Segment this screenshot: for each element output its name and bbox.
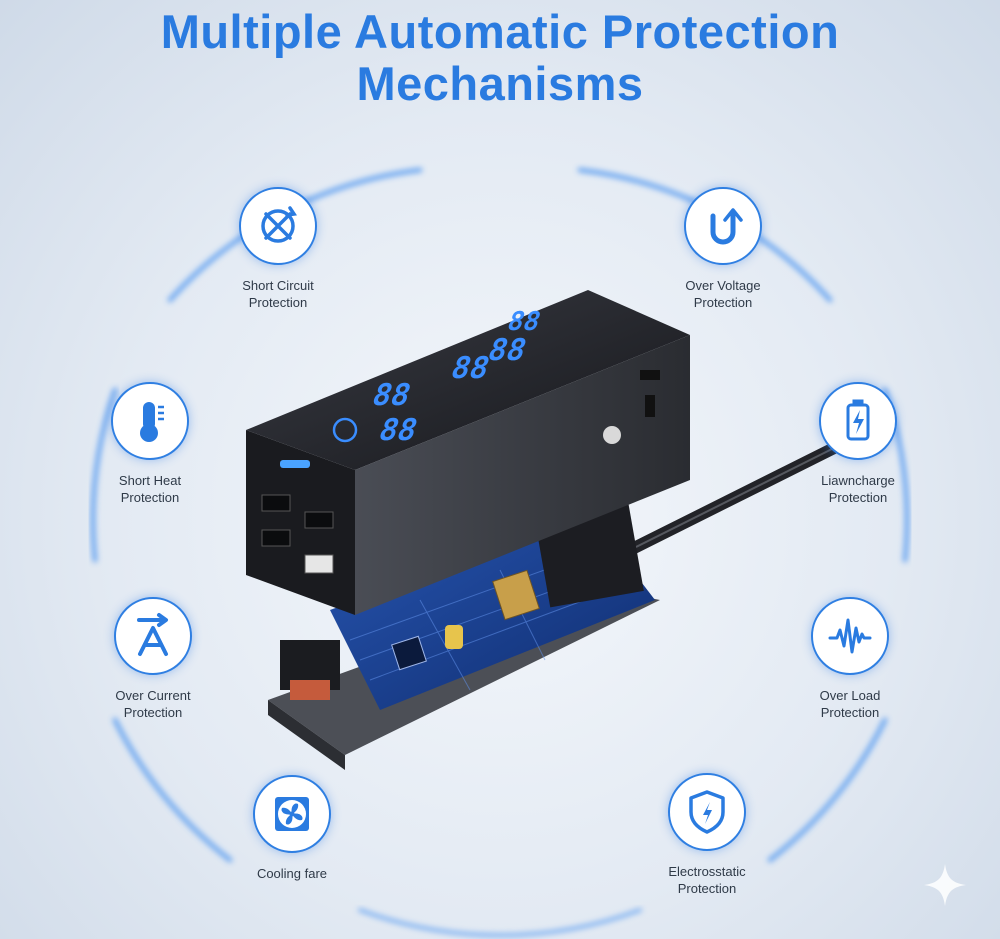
feature-label-line2: Protection — [248, 295, 308, 310]
feature-label-line1: Over Voltage — [685, 278, 761, 293]
page-title: Multiple Automatic Protection Mechanisms — [0, 6, 1000, 110]
ring-arc-bottom — [358, 908, 642, 938]
led-indicator — [280, 460, 310, 468]
ring-arc-bottom-left — [112, 717, 233, 863]
feature-label-line1: Over Load — [819, 688, 881, 703]
feature-over-voltage: Over Voltage Protection — [623, 187, 823, 311]
feature-label-line1: Short Circuit — [242, 278, 314, 293]
feature-electrostatic: Electrosstatic Protection — [607, 773, 807, 897]
feature-label-line2: Protection — [123, 705, 183, 720]
capacitor — [445, 625, 463, 649]
feature-label-line1: Cooling fare — [256, 866, 328, 881]
feature-label-line2: Protection — [120, 490, 180, 505]
usb-port-3 — [261, 529, 291, 547]
fan-icon — [253, 775, 331, 853]
feature-over-load: Over Load Protection — [750, 597, 950, 721]
transformer — [492, 569, 540, 621]
shield-bolt-icon — [668, 773, 746, 851]
feature-short-circuit: Short Circuit Protection — [178, 187, 378, 311]
over-voltage-icon — [684, 187, 762, 265]
title-line-1: Multiple Automatic Protection — [160, 5, 840, 58]
feature-label-line1: Liawncharge — [821, 473, 895, 488]
feature-battery-charge: Liawncharge Protection — [758, 382, 958, 506]
feature-label-line2: Protection — [828, 490, 888, 505]
power-button — [332, 417, 358, 443]
sparkle-icon — [924, 864, 966, 906]
current-a-icon — [114, 597, 192, 675]
feature-short-heat: Short Heat Protection — [50, 382, 250, 506]
usb-port-2 — [304, 511, 334, 529]
usb-port-4 — [304, 554, 334, 574]
chip — [391, 635, 427, 671]
ring-arc-bottom-right — [767, 717, 888, 863]
universal-socket — [603, 370, 660, 444]
short-circuit-icon — [239, 187, 317, 265]
title-line-2: Mechanisms — [356, 57, 644, 110]
feature-label-line1: Electrosstatic — [668, 864, 746, 879]
ring-arc-left — [90, 387, 118, 563]
usb-port-1 — [261, 494, 291, 512]
feature-label-line1: Short Heat — [118, 473, 182, 488]
battery-charge-icon — [819, 382, 897, 460]
thermometer-icon — [111, 382, 189, 460]
feature-label-line2: Protection — [820, 705, 880, 720]
device-top-face — [246, 290, 690, 470]
feature-label-line2: Protection — [677, 881, 737, 896]
device-side-face — [355, 335, 690, 615]
feature-label-line2: Protection — [693, 295, 753, 310]
feature-cooling: Cooling fare — [192, 775, 392, 882]
feature-label-line1: Over Current — [115, 688, 191, 703]
waveform-icon — [811, 597, 889, 675]
feature-over-current: Over Current Protection — [53, 597, 253, 721]
